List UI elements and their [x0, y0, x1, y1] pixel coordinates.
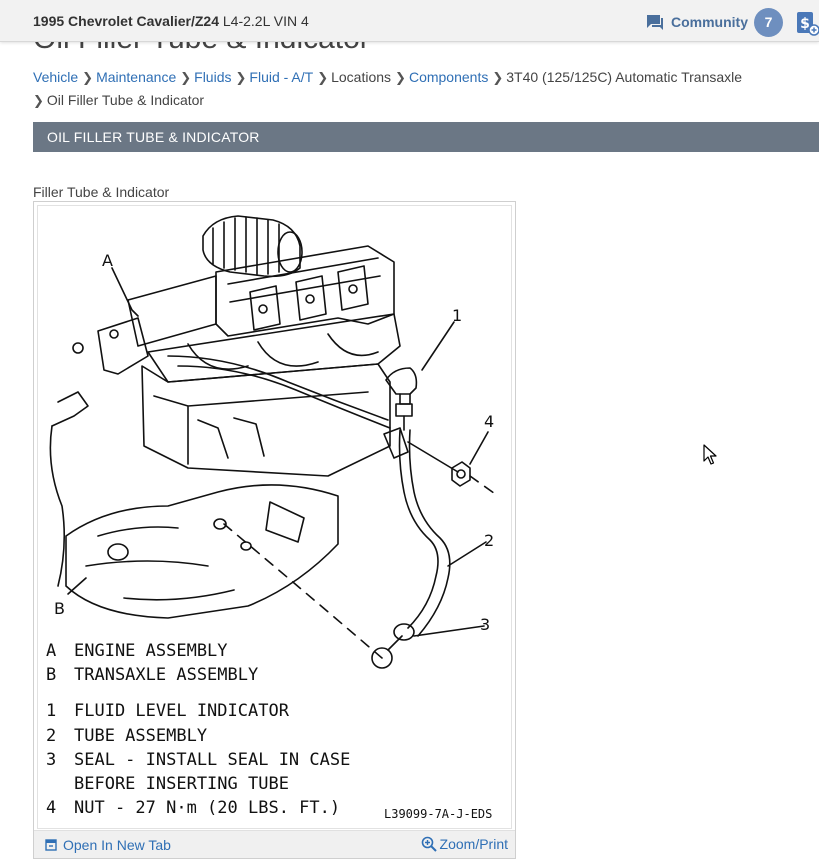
community-button[interactable]: Community 7: [646, 7, 783, 37]
vehicle-info: 1995 Chevrolet Cavalier/Z24 L4-2.2L VIN …: [33, 13, 309, 29]
breadcrumb-vehicle[interactable]: Vehicle: [33, 69, 79, 85]
callout-b: B: [54, 599, 65, 618]
chevron-right-icon: ❯: [82, 70, 94, 85]
chevron-right-icon: ❯: [317, 70, 329, 85]
diagram-code: L39099-7A-J-EDS: [384, 807, 492, 821]
legend-label: SEAL - INSTALL SEAL IN CASE: [74, 750, 350, 770]
community-label: Community: [671, 14, 748, 30]
vehicle-engine: L4-2.2L VIN 4: [222, 13, 309, 29]
svg-text:$: $: [800, 16, 810, 32]
chevron-right-icon: ❯: [235, 70, 247, 85]
filler-tube-diagram: A B 1 4 2 3 A ENGINE ASSEMBLY B TRANSAXL…: [46, 215, 499, 821]
legend-key: A: [46, 641, 56, 661]
legend-key: 2: [46, 726, 56, 746]
vehicle-name: 1995 Chevrolet Cavalier/Z24: [33, 13, 219, 29]
callout-4: 4: [484, 412, 494, 431]
zoom-print-link[interactable]: Zoom/Print: [421, 836, 508, 852]
top-bar: 1995 Chevrolet Cavalier/Z24 L4-2.2L VIN …: [0, 0, 819, 42]
section-header: OIL FILLER TUBE & INDICATOR: [33, 122, 819, 152]
legend-key: B: [46, 665, 56, 685]
figure-image[interactable]: A B 1 4 2 3 A ENGINE ASSEMBLY B TRANSAXL…: [37, 205, 512, 829]
breadcrumb-fluid-at[interactable]: Fluid - A/T: [249, 69, 314, 85]
legend-label: ENGINE ASSEMBLY: [74, 641, 228, 661]
legend-label: FLUID LEVEL INDICATOR: [74, 701, 290, 721]
breadcrumb-fluids[interactable]: Fluids: [194, 69, 232, 85]
figure-caption: Filler Tube & Indicator: [33, 184, 170, 200]
legend-key: 1: [46, 701, 56, 721]
callout-2: 2: [484, 531, 494, 550]
breadcrumb-components[interactable]: Components: [408, 69, 489, 85]
zoom-print-label: Zoom/Print: [439, 836, 508, 852]
community-count-badge: 7: [754, 7, 783, 37]
figure-panel: A B 1 4 2 3 A ENGINE ASSEMBLY B TRANSAXL…: [33, 201, 516, 859]
legend-label: TRANSAXLE ASSEMBLY: [74, 665, 258, 685]
callout-1: 1: [452, 306, 462, 325]
chat-icon: [647, 14, 663, 30]
legend-label: BEFORE INSERTING TUBE: [74, 774, 289, 794]
chevron-right-icon: ❯: [180, 70, 192, 85]
legend-label: NUT - 27 N·m (20 LBS. FT.): [74, 798, 340, 818]
callout-a: A: [102, 251, 113, 270]
pricing-icon[interactable]: $: [796, 10, 819, 36]
legend-key: 3: [46, 750, 56, 770]
chevron-right-icon: ❯: [33, 93, 44, 108]
chevron-right-icon: ❯: [395, 70, 406, 85]
open-in-new-tab-label: Open In New Tab: [63, 837, 171, 853]
breadcrumb: Vehicle❯Maintenance❯Fluids❯Fluid - A/T❯L…: [33, 66, 793, 112]
legend-label: TUBE ASSEMBLY: [74, 726, 207, 746]
diagram-legend: A ENGINE ASSEMBLY B TRANSAXLE ASSEMBLY 1…: [46, 641, 350, 818]
chevron-right-icon: ❯: [492, 70, 504, 85]
open-in-new-tab-link[interactable]: Open In New Tab: [45, 837, 171, 853]
callout-3: 3: [480, 615, 490, 634]
section-title: OIL FILLER TUBE & INDICATOR: [47, 129, 260, 145]
mouse-cursor-icon: [703, 444, 717, 465]
breadcrumb-maintenance[interactable]: Maintenance: [96, 69, 177, 85]
figure-footer: Open In New Tab Zoom/Print: [34, 830, 515, 858]
breadcrumb-locations: Locations: [331, 69, 392, 85]
legend-key: 4: [46, 798, 56, 818]
open-tab-icon: [45, 839, 57, 851]
breadcrumb-current: Oil Filler Tube & Indicator: [46, 92, 205, 108]
breadcrumb-transaxle: 3T40 (125/125C) Automatic Transaxle: [506, 69, 743, 85]
zoom-in-icon: [421, 836, 437, 852]
